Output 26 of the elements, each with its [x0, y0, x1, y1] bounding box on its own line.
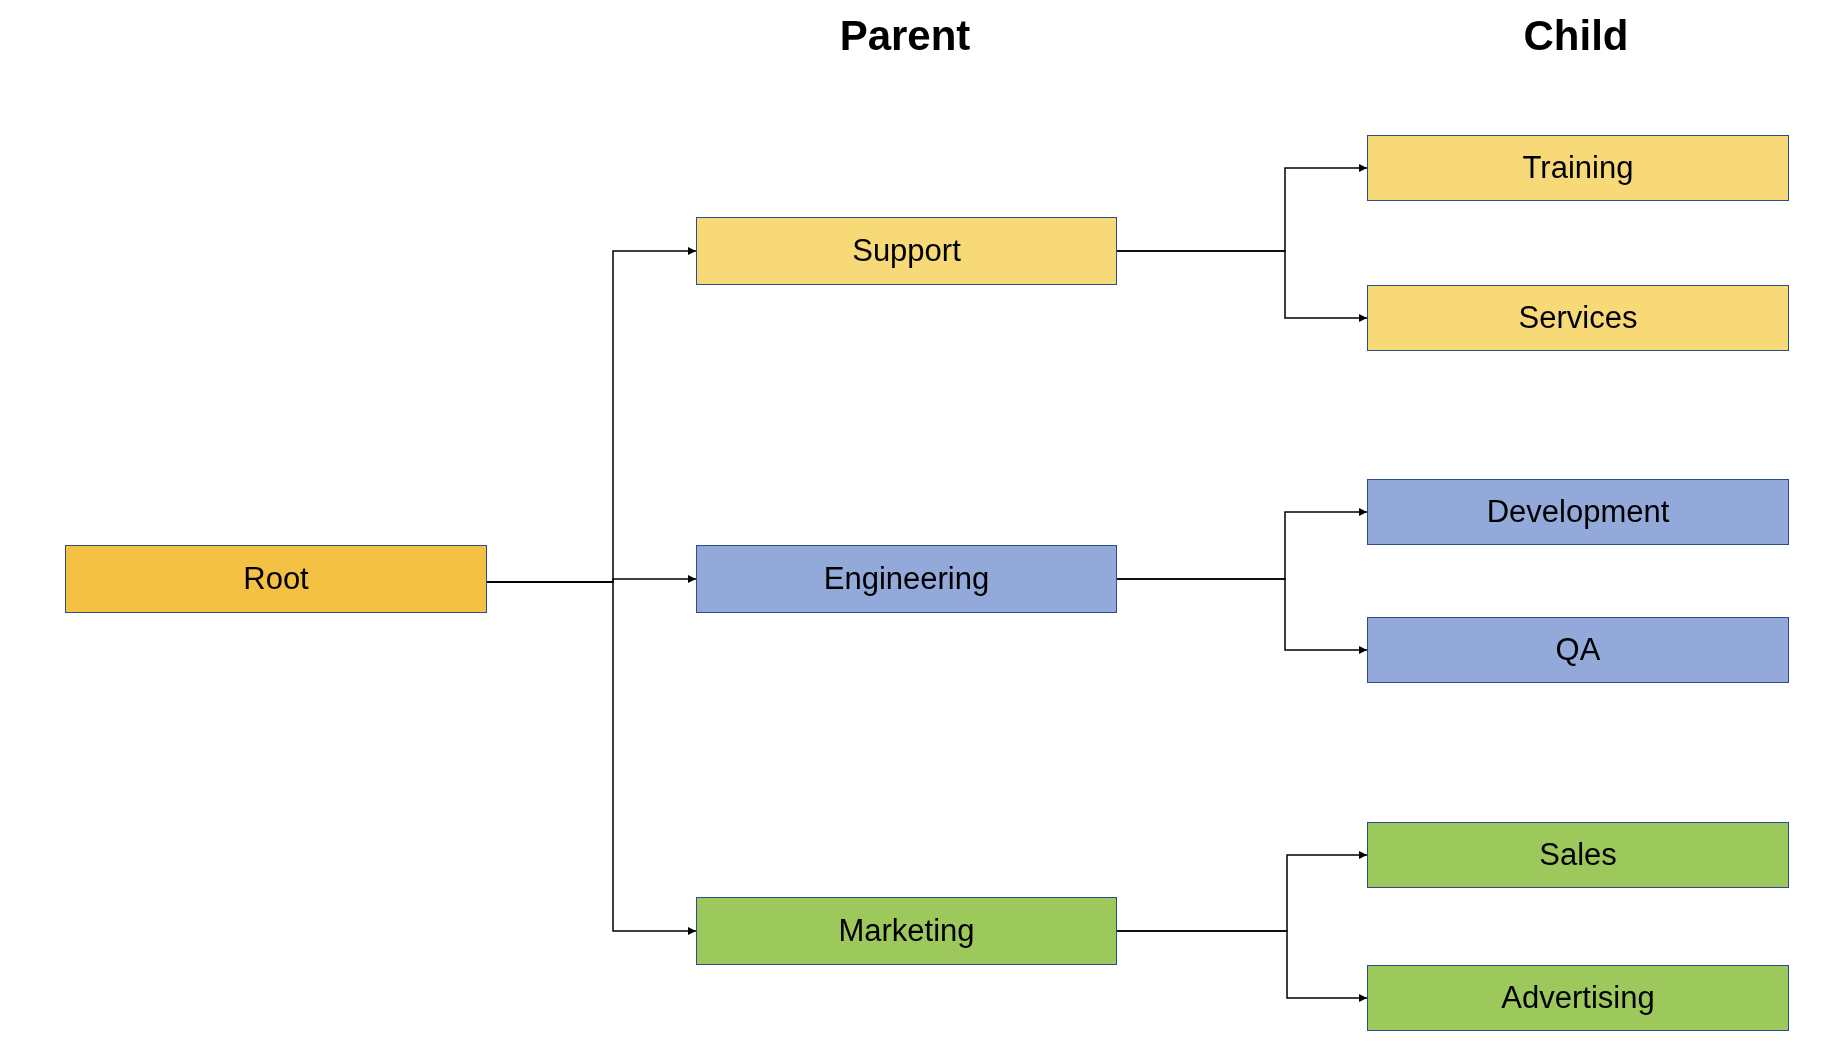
- node-label: Marketing: [838, 913, 975, 949]
- node-label: Sales: [1539, 837, 1617, 873]
- process-box: [1367, 822, 1789, 888]
- node-label: Services: [1518, 300, 1638, 336]
- process-box: [696, 217, 1117, 285]
- column-heading: Child: [1523, 12, 1629, 60]
- arrow: [1116, 578, 1368, 654]
- node-label: Development: [1486, 494, 1670, 530]
- process-box: [1367, 617, 1789, 683]
- node-label: Engineering: [823, 561, 990, 597]
- node-label: Advertising: [1501, 980, 1655, 1016]
- arrow: [1116, 930, 1368, 1002]
- node-label: Support: [852, 233, 961, 269]
- process-box: [696, 897, 1117, 965]
- process-box: [65, 545, 487, 613]
- column-heading: Parent: [839, 12, 971, 60]
- node-label: QA: [1555, 632, 1601, 668]
- process-box: [1367, 479, 1789, 545]
- process-box: [1367, 965, 1789, 1031]
- arrow: [1116, 250, 1368, 322]
- arrow: [486, 581, 697, 935]
- process-box: [1367, 135, 1789, 201]
- process-box: [1367, 285, 1789, 351]
- node-label: Root: [243, 561, 309, 597]
- node-label: Training: [1522, 150, 1634, 186]
- process-box: [696, 545, 1117, 613]
